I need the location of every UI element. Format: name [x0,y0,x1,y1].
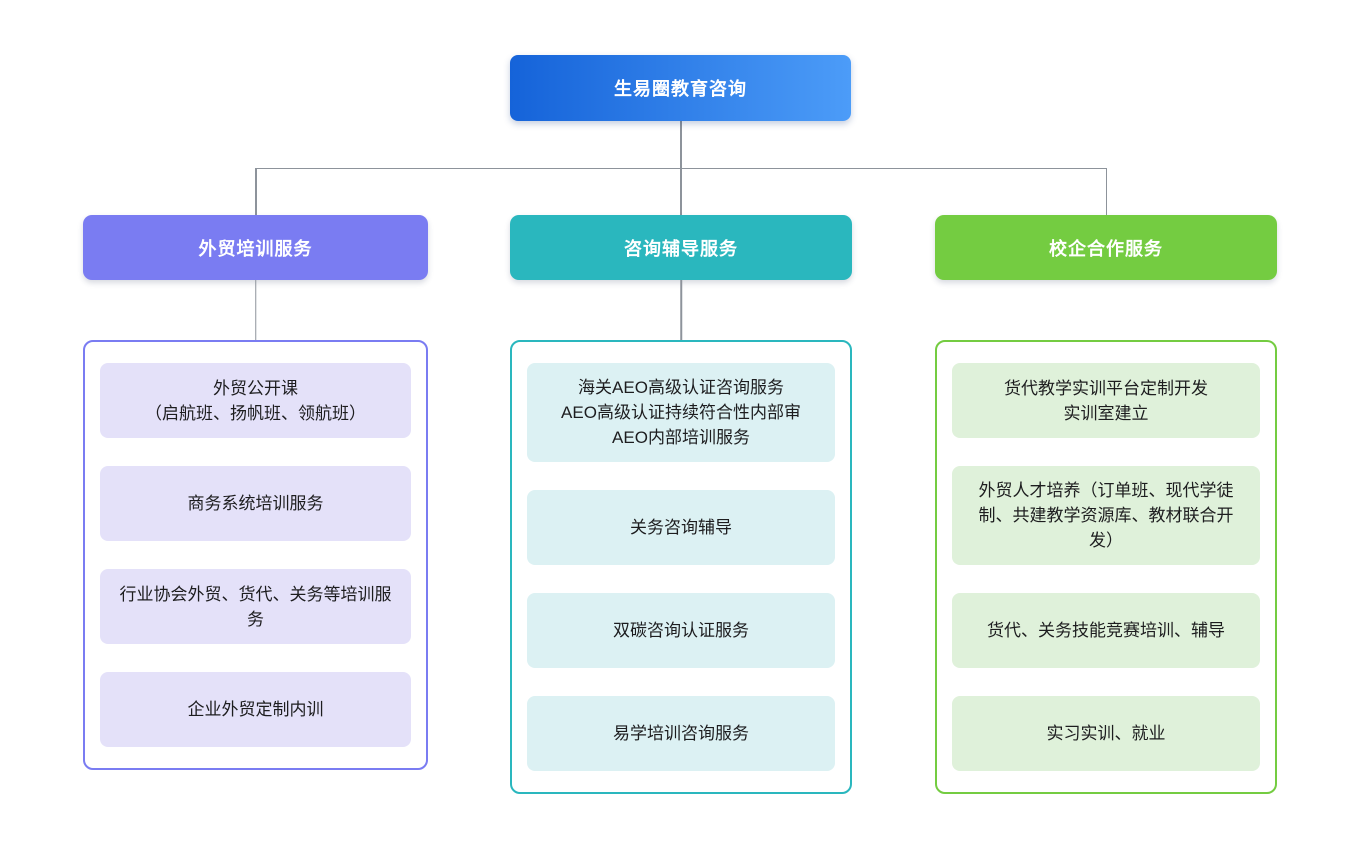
connector-root-down [680,121,682,168]
branch-box-consulting-tutoring: 海关AEO高级认证咨询服务 AEO高级认证持续符合性内部审 AEO内部培训服务 … [510,340,852,794]
branch-school-enterprise-cooperation: 校企合作服务 货代教学实训平台定制开发 实训室建立 外贸人才培养（订单班、现代学… [935,215,1277,794]
service-item: 行业协会外贸、货代、关务等培训服务 [100,569,411,644]
service-item: 海关AEO高级认证咨询服务 AEO高级认证持续符合性内部审 AEO内部培训服务 [527,363,835,462]
branch-header-label: 外贸培训服务 [198,238,313,259]
branch-header-consulting-tutoring: 咨询辅导服务 [510,215,852,280]
branch-gap [510,280,852,340]
service-item: 易学培训咨询服务 [527,696,835,771]
connector-header-to-box [680,280,682,340]
branch-gap [935,280,1277,340]
service-item: 企业外贸定制内训 [100,672,411,747]
root-node: 生易圈教育咨询 [510,55,851,121]
service-item: 商务系统培训服务 [100,466,411,541]
service-item: 货代、关务技能竞赛培训、辅导 [952,593,1260,668]
branch-foreign-trade-training: 外贸培训服务 外贸公开课 （启航班、扬帆班、领航班） 商务系统培训服务 行业协会… [83,215,428,770]
service-item: 外贸公开课 （启航班、扬帆班、领航班） [100,363,411,438]
branch-header-school-enterprise-cooperation: 校企合作服务 [935,215,1277,280]
branch-consulting-tutoring: 咨询辅导服务 海关AEO高级认证咨询服务 AEO高级认证持续符合性内部审 AEO… [510,215,852,794]
connector-header-to-box [254,280,257,340]
connector-stub-branch-1 [255,168,257,215]
service-item: 外贸人才培养（订单班、现代学徒制、共建教学资源库、教材联合开发） [952,466,1260,565]
root-node-label: 生易圈教育咨询 [614,79,747,99]
branch-header-foreign-trade-training: 外贸培训服务 [83,215,428,280]
branch-header-label: 咨询辅导服务 [624,238,738,259]
service-item: 双碳咨询认证服务 [527,593,835,668]
branch-box-school-enterprise-cooperation: 货代教学实训平台定制开发 实训室建立 外贸人才培养（订单班、现代学徒制、共建教学… [935,340,1277,794]
service-item: 货代教学实训平台定制开发 实训室建立 [952,363,1260,438]
service-item: 实习实训、就业 [952,696,1260,771]
branch-box-foreign-trade-training: 外贸公开课 （启航班、扬帆班、领航班） 商务系统培训服务 行业协会外贸、货代、关… [83,340,428,770]
branch-gap [83,280,428,340]
branch-header-label: 校企合作服务 [1049,238,1163,259]
service-item: 关务咨询辅导 [527,490,835,565]
connector-stub-branch-3 [1105,168,1107,215]
connector-stub-branch-2 [680,168,682,215]
